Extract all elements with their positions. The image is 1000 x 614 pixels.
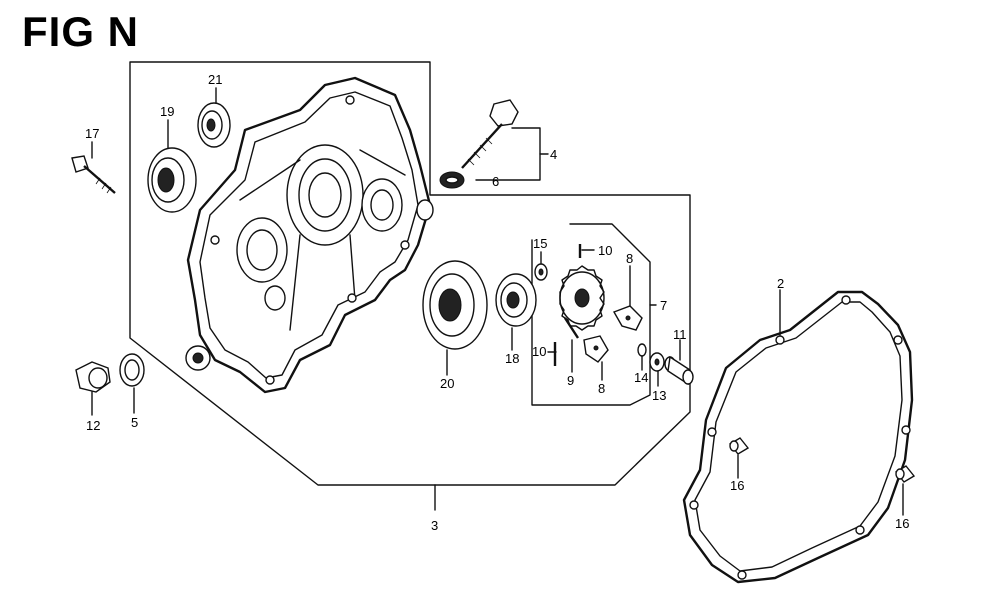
bearing-18 [495,273,537,327]
bolt-17 [71,155,116,194]
callout-12: 12 [86,418,100,433]
callout-16-b: 16 [895,516,909,531]
callout-5: 5 [131,415,138,430]
dowel-pin-16-a [728,437,750,455]
callout-3: 3 [431,518,438,533]
callout-8-bottom: 8 [598,381,605,396]
callout-6: 6 [492,174,499,189]
bearing-21 [197,102,231,148]
callout-18: 18 [505,351,519,366]
callout-10-bottom: 10 [532,344,546,359]
assembly-outline-7 [531,223,651,406]
callout-21: 21 [208,72,222,87]
callout-10-top: 10 [598,243,612,258]
callout-4: 4 [550,147,557,162]
bearing-19 [147,147,197,213]
assembly-outline-3 [129,61,691,511]
drain-plug-12 [75,361,111,393]
gasket-2 [682,290,914,584]
callout-15: 15 [533,236,547,251]
washer-5 [119,353,145,387]
callout-8-top: 8 [626,251,633,266]
callout-14: 14 [634,370,648,385]
o-ring-6 [439,171,465,189]
callout-2: 2 [777,276,784,291]
callout-13: 13 [652,388,666,403]
callout-16-a: 16 [730,478,744,493]
callout-11: 11 [673,327,687,342]
callout-20: 20 [440,376,454,391]
washer-15 [534,263,548,281]
dowel-pin-16-b [894,465,916,483]
callouts: 2 3 4 5 6 7 8 8 9 10 10 11 12 13 14 15 1… [85,72,909,533]
crankcase-cover [185,76,434,394]
callout-19: 19 [160,104,174,119]
bearing-20 [422,260,488,350]
governor-weight-8-top [612,305,643,331]
pin-11 [664,355,694,386]
leader-lines [91,87,904,516]
clip-14 [637,343,647,357]
governor-weight-8-bottom [583,335,609,363]
governor-gear-9 [559,265,605,339]
figure-title: FIG N [22,8,139,55]
callout-7: 7 [660,298,667,313]
washer-13 [649,352,665,372]
callout-9: 9 [567,373,574,388]
callout-17: 17 [85,126,99,141]
oil-gauge-4 [461,99,519,169]
